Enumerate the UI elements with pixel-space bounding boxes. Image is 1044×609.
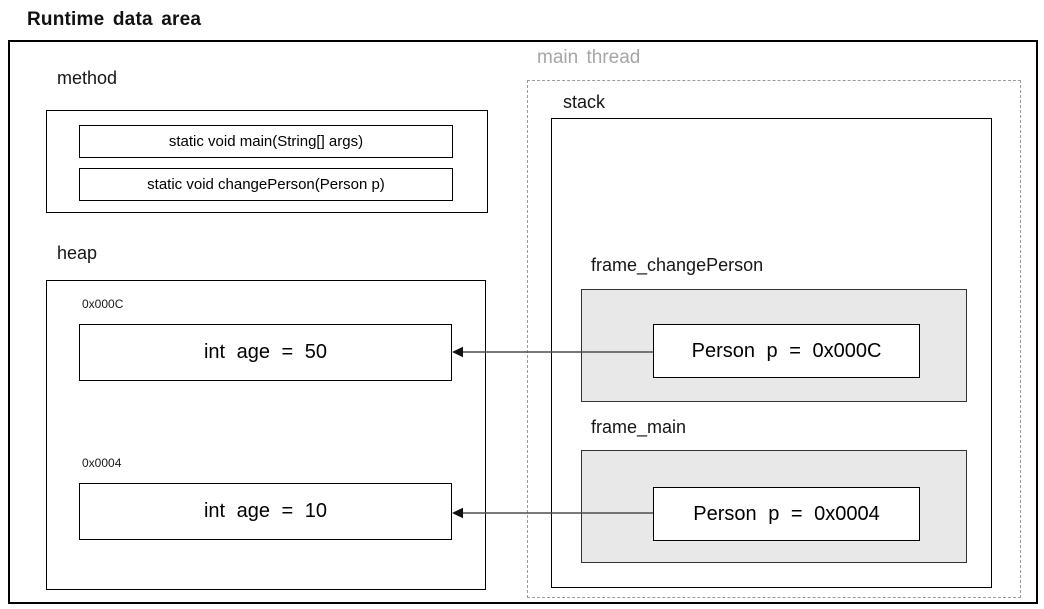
heap-label: heap	[57, 243, 98, 263]
main-thread-box	[527, 80, 1021, 598]
method-entry-changeperson: static void changePerson(Person p)	[79, 168, 453, 201]
diagram-title: Runtime data area	[27, 9, 202, 30]
stack-box	[551, 118, 992, 588]
frame-main-label: frame_main	[591, 417, 687, 437]
heap-object-value: int age = 50	[79, 324, 452, 381]
frame-changeperson-variable: Person p = 0x000C	[653, 324, 920, 378]
main-thread-label: main thread	[537, 47, 641, 68]
heap-object-address: 0x000C	[82, 297, 124, 311]
method-entry-main: static void main(String[] args)	[79, 125, 453, 158]
heap-object-value: int age = 10	[79, 483, 452, 540]
heap-object-address: 0x0004	[82, 456, 122, 470]
method-area-box	[46, 110, 488, 213]
stack-label: stack	[563, 92, 606, 112]
frame-main-variable: Person p = 0x0004	[653, 487, 920, 541]
heap-box	[46, 280, 486, 590]
runtime-data-area-box	[8, 40, 1038, 604]
method-area-label: method	[57, 68, 118, 88]
frame-changeperson-label: frame_changePerson	[591, 255, 764, 275]
